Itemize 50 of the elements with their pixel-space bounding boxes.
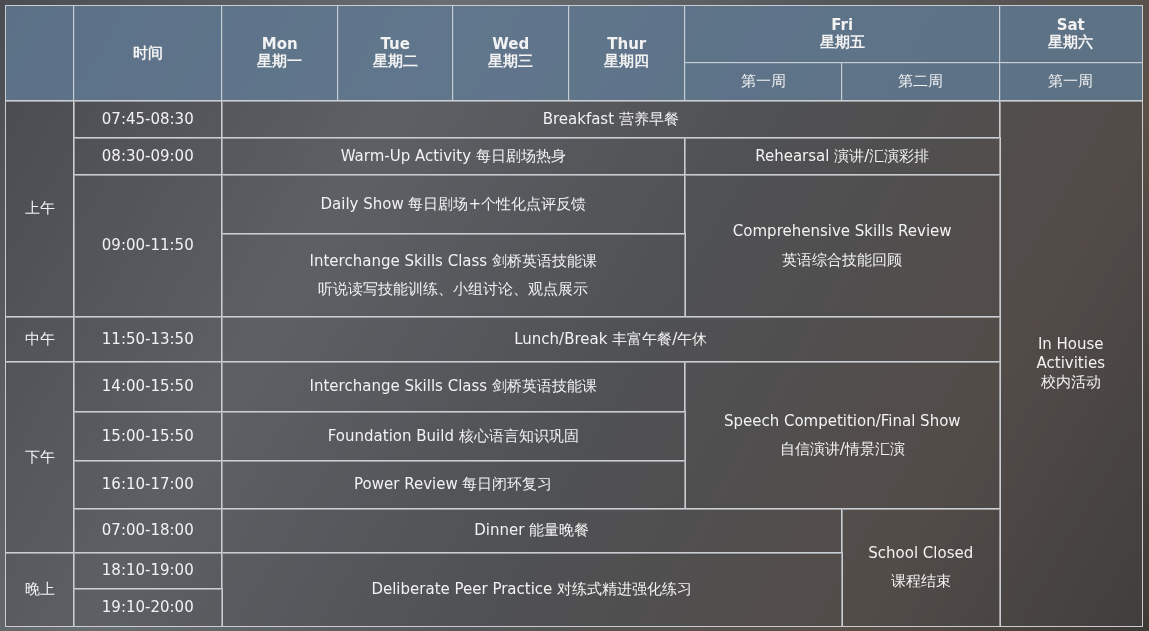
cell-text: 自信演讲/情景汇演 (779, 439, 905, 461)
cell-text: 晚上 (24, 579, 55, 599)
cell-text: 星期五 (819, 34, 865, 52)
cell-text: Lunch/Break 丰富午餐/午休 (514, 329, 708, 349)
cell-text: Speech Competition/Final Show (723, 410, 961, 432)
cell-text: 09:00-11:50 (101, 236, 194, 256)
cell-text: School Closed (868, 542, 974, 564)
cell-text: 星期四 (604, 53, 650, 71)
cell-text: 听说读写技能训练、小组讨论、观点展示 (318, 279, 589, 301)
cell-text: Warm-Up Activity 每日剧场热身 (340, 146, 566, 166)
cell-text: 07:45-08:30 (101, 109, 194, 129)
cell-text: Fri (831, 17, 854, 34)
cell-text: 中午 (24, 329, 55, 349)
cell-text: 15:00-15:50 (101, 426, 194, 446)
cell-text: Daily Show 每日剧场+个性化点评反馈 (320, 194, 586, 214)
cell-text: 下午 (24, 447, 55, 467)
cell-text: Power Review 每日闭环复习 (354, 475, 553, 495)
cell-text: 18:10-19:00 (101, 561, 194, 581)
cell-text: 14:00-15:50 (101, 377, 194, 397)
cell-text: Interchange Skills Class 剑桥英语技能课 (309, 377, 597, 397)
cell-text: 英语综合技能回顾 (782, 249, 903, 271)
cell-text: Tue (380, 36, 410, 53)
cell-text: 星期六 (1048, 34, 1094, 52)
cell-text: 星期一 (257, 53, 303, 71)
cell-text: 星期二 (372, 53, 418, 71)
cell-text: Dinner 能量晚餐 (474, 521, 590, 541)
cell-text: 16:10-17:00 (101, 475, 194, 495)
cell-text: 星期三 (488, 53, 534, 71)
cell-text: Breakfast 营养早餐 (542, 109, 679, 129)
cell-text: Deliberate Peer Practice 对练式精进强化练习 (371, 579, 693, 599)
cell-text: 时间 (132, 43, 163, 63)
cell-text: 第二周 (898, 72, 944, 92)
cell-text: Interchange Skills Class 剑桥英语技能课 (309, 250, 597, 272)
cell-text: 课程结束 (890, 571, 951, 593)
cell-text: Mon (261, 36, 298, 53)
cell-text: 第一周 (1048, 72, 1094, 92)
cell-text: Rehearsal 演讲/汇演彩排 (755, 146, 930, 166)
cell-text: 08:30-09:00 (101, 146, 194, 166)
cell-text: 上午 (24, 199, 55, 219)
cell-text: Sat (1056, 17, 1085, 34)
cell-text: 校内活动 (1040, 372, 1101, 392)
cell-text: In House Activities (1035, 335, 1106, 373)
cell-text: Wed (492, 36, 530, 53)
cell-text: Thur (607, 36, 647, 53)
cell-text: 11:50-13:50 (101, 329, 194, 349)
cell-text: Comprehensive Skills Review (732, 221, 952, 243)
cell-text: 19:10-20:00 (101, 597, 194, 617)
cell-text: 第一周 (740, 72, 786, 92)
cell-text: Foundation Build 核心语言知识巩固 (327, 426, 579, 446)
cell-text: 07:00-18:00 (101, 521, 194, 541)
